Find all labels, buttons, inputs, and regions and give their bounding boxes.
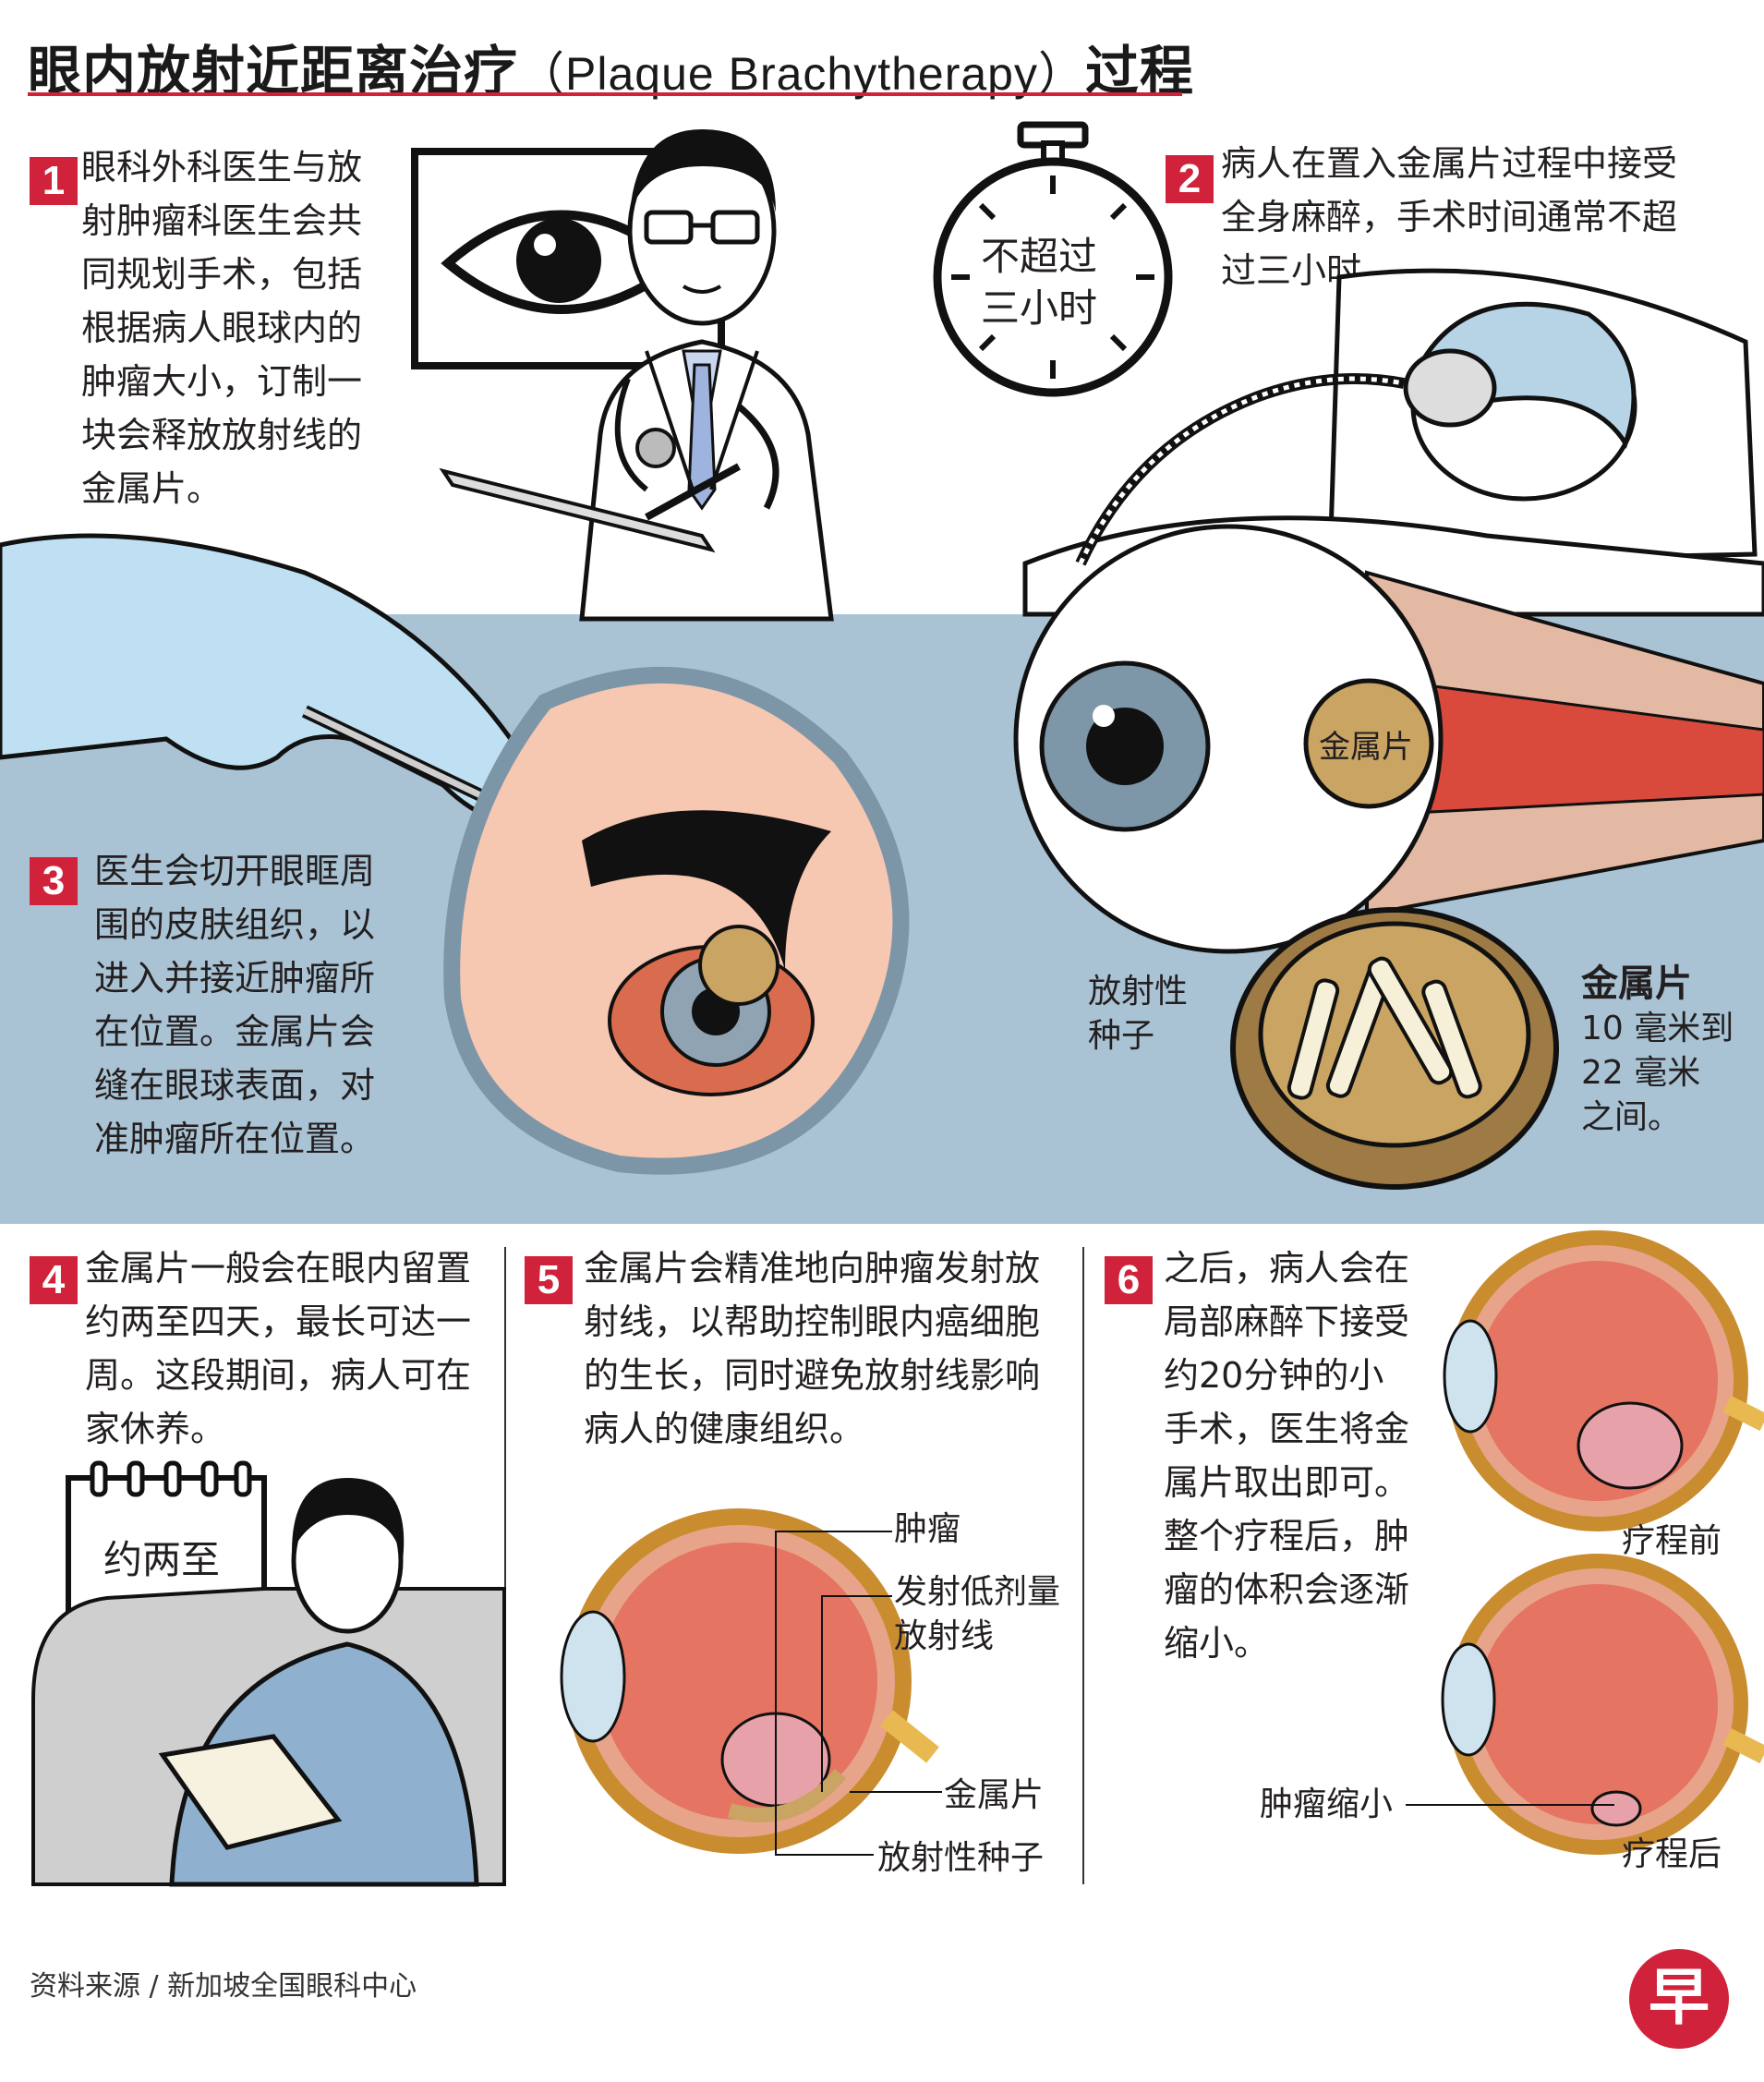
step-6-text: 之后，病人会在 局部麻醉下接受 约20分钟的小 手术，医生将金 属片取出即可。 … bbox=[1164, 1248, 1410, 1664]
divider-4-5 bbox=[504, 1247, 506, 1884]
plaque-label: 金属片 bbox=[944, 1776, 1045, 1814]
step-2-number: 2 bbox=[1166, 155, 1214, 203]
plaque-on-eye-label: 金属片 bbox=[1319, 729, 1413, 766]
title-latin: （Plaque Brachytherapy） bbox=[518, 48, 1085, 100]
step-5-number: 5 bbox=[525, 1256, 573, 1304]
step-4-number: 4 bbox=[30, 1256, 78, 1304]
step-1-text: 眼科外科医生与放 射肿瘤科医生会共 同规划手术，包括 根据病人眼球内的 肿瘤大小… bbox=[81, 147, 363, 509]
step-6-number: 6 bbox=[1105, 1256, 1153, 1304]
eye-after-illustration bbox=[1441, 1554, 1764, 1855]
low-dose-label: 发射低剂量 放射线 bbox=[894, 1573, 1061, 1655]
shrink-leader-line bbox=[1406, 1804, 1614, 1806]
page-title: 眼内放射近距离治疗（Plaque Brachytherapy）过程 bbox=[28, 28, 1194, 105]
step-3-number: 3 bbox=[30, 857, 78, 905]
title-main: 眼内放射近距离治疗 bbox=[28, 40, 519, 103]
step-5-text: 金属片会精准地向肿瘤发射放 射线，以帮助控制眼内癌细胞 的生长，同时避免放射线影… bbox=[584, 1248, 1041, 1449]
eye-closeup-illustration bbox=[443, 666, 910, 1175]
step-1-number: 1 bbox=[30, 157, 78, 205]
step-5-leader-lines bbox=[775, 1531, 942, 1856]
before-label: 疗程前 bbox=[1622, 1522, 1722, 1560]
seed-label: 放射性种子 bbox=[877, 1839, 1045, 1877]
shrink-label: 肿瘤缩小 bbox=[1260, 1785, 1394, 1823]
step-2-text: 病人在置入金属片过程中接受 全身麻醉，手术时间通常不超 过三小时。 bbox=[1221, 143, 1678, 291]
zaobao-logo: 早 bbox=[1629, 1949, 1729, 2049]
monitor-eye-illustration bbox=[411, 148, 725, 369]
source-credit: 资料来源 / 新加坡全国眼科中心 bbox=[30, 1970, 417, 2003]
plaque-size-label: 10 毫米到 22 毫米 之间。 bbox=[1581, 1010, 1734, 1136]
title-suffix: 过程 bbox=[1084, 40, 1194, 103]
step-4-text: 金属片一般会在眼内留置 约两至四天，最长可达一 周。这段期间，病人可在 家休养。 bbox=[85, 1248, 472, 1449]
step-3-text: 医生会切开眼眶周 围的皮肤组织，以 进入并接近肿瘤所 在位置。金属片会 缝在眼球… bbox=[94, 851, 376, 1159]
after-label: 疗程后 bbox=[1622, 1835, 1722, 1873]
eye-before-illustration bbox=[1443, 1230, 1764, 1531]
stopwatch-icon bbox=[933, 121, 1173, 397]
seeds-label: 放射性 种子 bbox=[1088, 973, 1189, 1055]
tumor-label: 肿瘤 bbox=[894, 1510, 961, 1548]
divider-5-6 bbox=[1082, 1247, 1084, 1884]
eyeball-plaque-illustration bbox=[1013, 524, 1764, 954]
man-reading-illustration bbox=[31, 1478, 506, 1887]
doctor-illustration bbox=[439, 129, 834, 622]
plaque-detail-illustration bbox=[1230, 907, 1559, 1190]
plaque-title-label: 金属片 bbox=[1581, 962, 1692, 1005]
title-underline bbox=[28, 92, 1182, 96]
stopwatch-text: 不超过 三小时 bbox=[981, 234, 1098, 331]
